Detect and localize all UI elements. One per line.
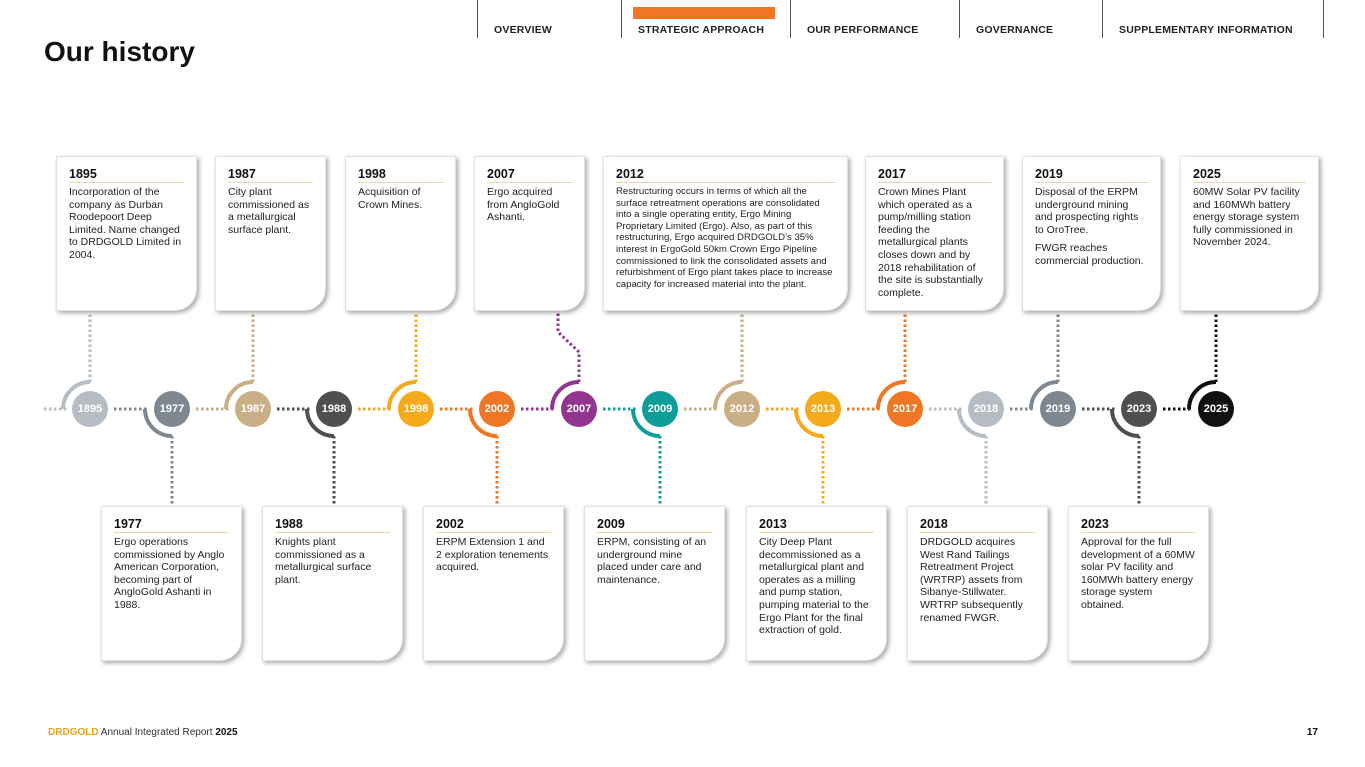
nav-governance[interactable]: GOVERNANCE	[959, 0, 1102, 38]
card-1988-text: Knights plant commissioned as a metallur…	[275, 536, 372, 586]
node-2012: 2012	[724, 391, 760, 427]
arc-1977	[143, 408, 173, 438]
card-2007-year: 2007	[487, 167, 572, 183]
node-2017: 2017	[887, 391, 923, 427]
arc-2002	[468, 408, 498, 438]
card-1998-year: 1998	[358, 167, 443, 183]
card-2017: 2017 Crown Mines Plant which operated as…	[865, 156, 1004, 311]
arc-1987	[224, 380, 254, 410]
card-1987-text: City plant commissioned as a metallurgic…	[228, 186, 310, 236]
footer-year: 2025	[215, 727, 238, 738]
card-2025-year: 2025	[1193, 167, 1306, 183]
nav-supplementary-information-label: SUPPLEMENTARY INFORMATION	[1119, 24, 1293, 36]
card-2002-text: ERPM Extension 1 and 2 exploration tenem…	[436, 536, 549, 574]
card-2013-year: 2013	[759, 517, 874, 533]
card-1977-text: Ergo operations commissioned by Anglo Am…	[114, 536, 225, 611]
node-2013: 2013	[805, 391, 841, 427]
arc-2017	[876, 380, 906, 410]
card-2013-text: City Deep Plant decommissioned as a meta…	[759, 536, 869, 637]
nav-overview[interactable]: OVERVIEW	[477, 0, 621, 38]
card-1977: 1977 Ergo operations commissioned by Ang…	[101, 506, 242, 661]
card-2012: 2012 Restructuring occurs in terms of wh…	[603, 156, 848, 311]
footer-brand: DRDGOLD	[48, 727, 99, 738]
card-1987-year: 1987	[228, 167, 313, 183]
nav-active-indicator	[633, 7, 775, 19]
card-2019-text2: FWGR reaches commercial production.	[1035, 242, 1144, 267]
nav-our-performance[interactable]: OUR PERFORMANCE	[790, 0, 959, 38]
arc-2012	[713, 380, 743, 410]
arc-2023	[1110, 408, 1140, 438]
footer: DRDGOLD Annual Integrated Report 2025	[48, 727, 238, 738]
arc-2009	[631, 408, 661, 438]
nav-our-performance-label: OUR PERFORMANCE	[807, 24, 919, 36]
card-2002-year: 2002	[436, 517, 551, 533]
nav-governance-label: GOVERNANCE	[976, 24, 1054, 36]
card-2018: 2018 DRDGOLD acquires West Rand Tailings…	[907, 506, 1048, 661]
card-2017-text: Crown Mines Plant which operated as a pu…	[878, 186, 984, 299]
card-2023-year: 2023	[1081, 517, 1196, 533]
card-2009-text: ERPM, consisting of an underground mine …	[597, 536, 707, 586]
node-2002: 2002	[479, 391, 515, 427]
arc-2013	[794, 408, 824, 438]
nav-overview-label: OVERVIEW	[494, 24, 553, 36]
card-2018-year: 2018	[920, 517, 1035, 533]
card-2023-text: Approval for the full development of a 6…	[1081, 536, 1195, 611]
card-2018-text: DRDGOLD acquires West Rand Tailings Retr…	[920, 536, 1023, 624]
card-2007: 2007 Ergo acquired from AngloGold Ashant…	[474, 156, 585, 311]
vline-2007	[556, 311, 581, 382]
footer-text: Annual Integrated Report	[98, 727, 216, 738]
arc-2025	[1187, 380, 1217, 410]
node-1895: 1895	[72, 391, 108, 427]
card-2013: 2013 City Deep Plant decommissioned as a…	[746, 506, 887, 661]
node-1987: 1987	[235, 391, 271, 427]
top-navigation: OVERVIEW STRATEGIC APPROACH OUR PERFORMA…	[477, 0, 1324, 38]
card-1895-year: 1895	[69, 167, 184, 183]
node-2009: 2009	[642, 391, 678, 427]
nav-strategic-approach[interactable]: STRATEGIC APPROACH	[621, 0, 790, 38]
card-1998-text: Acquisition of Crown Mines.	[358, 186, 423, 211]
card-1998: 1998 Acquisition of Crown Mines.	[345, 156, 456, 311]
card-2012-year: 2012	[616, 167, 835, 183]
card-1987: 1987 City plant commissioned as a metall…	[215, 156, 326, 311]
card-2023: 2023 Approval for the full development o…	[1068, 506, 1209, 661]
node-1988: 1988	[316, 391, 352, 427]
arc-1998	[387, 380, 417, 410]
node-2025: 2025	[1198, 391, 1234, 427]
card-2025-text: 60MW Solar PV facility and 160MWh batter…	[1193, 186, 1300, 249]
node-2019: 2019	[1040, 391, 1076, 427]
node-1977: 1977	[154, 391, 190, 427]
card-1988-year: 1988	[275, 517, 390, 533]
nav-supplementary-information[interactable]: SUPPLEMENTARY INFORMATION	[1102, 0, 1324, 38]
card-1895-text: Incorporation of the company as Durban R…	[69, 186, 182, 261]
card-1988: 1988 Knights plant commissioned as a met…	[262, 506, 403, 661]
card-1895: 1895 Incorporation of the company as Dur…	[56, 156, 197, 311]
card-2009-year: 2009	[597, 517, 712, 533]
card-2009: 2009 ERPM, consisting of an underground …	[584, 506, 725, 661]
node-2023: 2023	[1121, 391, 1157, 427]
card-2017-year: 2017	[878, 167, 991, 183]
arc-1988	[305, 408, 335, 438]
page-number: 17	[1306, 727, 1318, 738]
card-1977-year: 1977	[114, 517, 229, 533]
arc-2007	[550, 380, 580, 410]
arc-1895	[61, 380, 91, 410]
card-2007-text: Ergo acquired from AngloGold Ashanti.	[487, 186, 560, 224]
arc-2019	[1029, 380, 1059, 410]
card-2019: 2019 Disposal of the ERPM underground mi…	[1022, 156, 1161, 311]
arc-2018	[957, 408, 987, 438]
nav-strategic-approach-label: STRATEGIC APPROACH	[638, 24, 765, 36]
card-2002: 2002 ERPM Extension 1 and 2 exploration …	[423, 506, 564, 661]
node-2018: 2018	[968, 391, 1004, 427]
card-2012-text: Restructuring occurs in terms of which a…	[616, 186, 833, 290]
node-2007: 2007	[561, 391, 597, 427]
card-2025: 2025 60MW Solar PV facility and 160MWh b…	[1180, 156, 1319, 311]
card-2019-text: Disposal of the ERPM underground mining …	[1035, 186, 1139, 236]
node-1998: 1998	[398, 391, 434, 427]
page-title: Our history	[44, 36, 195, 67]
card-2019-year: 2019	[1035, 167, 1148, 183]
